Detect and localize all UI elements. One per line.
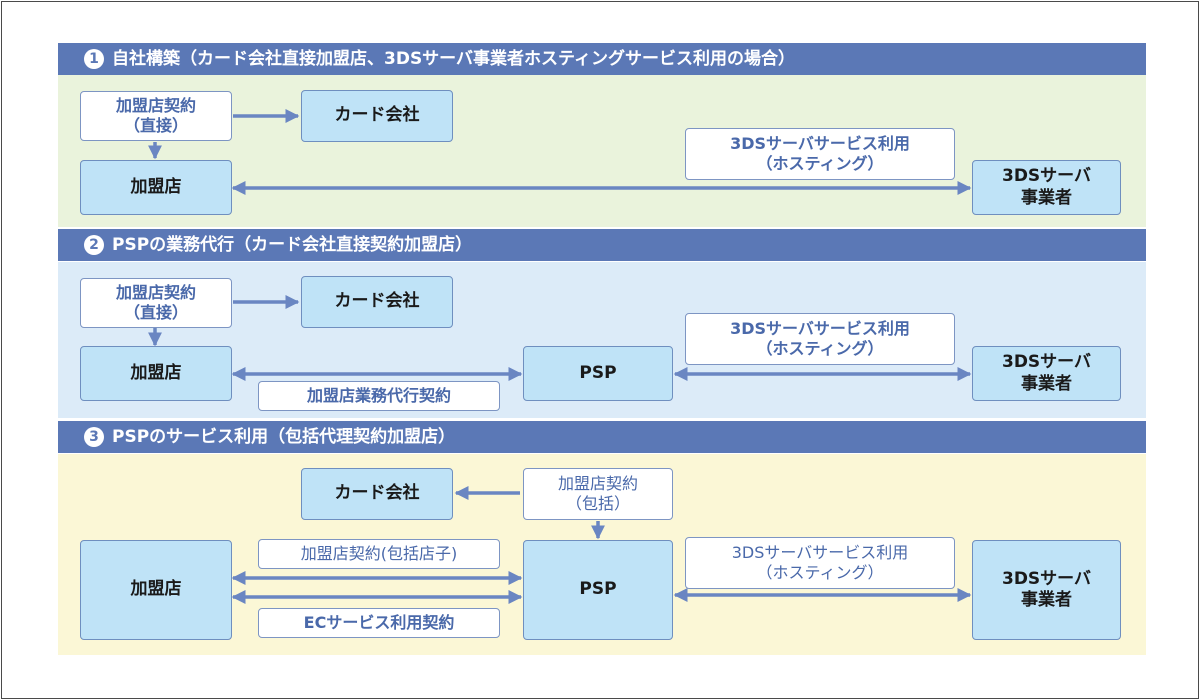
section-3-number: 3 (84, 427, 104, 447)
s3-merchant-contract-label: 加盟店契約 （包括） (523, 468, 673, 520)
section-2-header: 2 PSPの業務代行（カード会社直接契約加盟店） (58, 229, 1146, 261)
s1-hosting-label: 3DSサーバサービス利用 （ホスティング） (685, 128, 955, 180)
s3-hosting-label: 3DSサーバサービス利用 （ホスティング） (685, 537, 955, 589)
s3-sub-merchant-contract-label: 加盟店契約(包括店子) (258, 539, 500, 569)
s2-psp-box: PSP (523, 346, 673, 401)
section-2-number: 2 (84, 235, 104, 255)
s2-merchant-box: 加盟店 (80, 346, 232, 401)
s2-hosting-label: 3DSサーバサービス利用 （ホスティング） (685, 313, 955, 365)
s2-merchant-contract-label: 加盟店契約 （直接） (80, 278, 232, 328)
s3-ec-service-contract-label: ECサービス利用契約 (258, 608, 500, 638)
s3-card-company-box: カード会社 (301, 468, 453, 520)
s1-3ds-provider-box: 3DSサーバ 事業者 (972, 160, 1121, 215)
s3-3ds-provider-box: 3DSサーバ 事業者 (972, 540, 1121, 640)
s2-agency-contract-label: 加盟店業務代行契約 (258, 381, 500, 411)
section-1-background (58, 74, 1146, 227)
s2-3ds-provider-box: 3DSサーバ 事業者 (972, 346, 1121, 401)
section-1-number: 1 (84, 49, 104, 69)
section-2-title: PSPの業務代行（カード会社直接契約加盟店） (112, 235, 473, 255)
section-1-header: 1 自社構築（カード会社直接加盟店、3DSサーバ事業者ホスティングサービス利用の場… (58, 43, 1146, 75)
s1-card-company-box: カード会社 (301, 90, 453, 142)
s2-card-company-box: カード会社 (301, 276, 453, 328)
s1-merchant-contract-label: 加盟店契約 （直接） (80, 91, 232, 141)
section-1-title: 自社構築（カード会社直接加盟店、3DSサーバ事業者ホスティングサービス利用の場合… (112, 49, 795, 69)
s1-merchant-box: 加盟店 (80, 160, 232, 215)
section-3-header: 3 PSPのサービス利用（包括代理契約加盟店） (58, 421, 1146, 453)
s3-merchant-box: 加盟店 (80, 540, 232, 640)
section-3-title: PSPのサービス利用（包括代理契約加盟店） (112, 427, 456, 447)
s3-psp-box: PSP (523, 540, 673, 640)
